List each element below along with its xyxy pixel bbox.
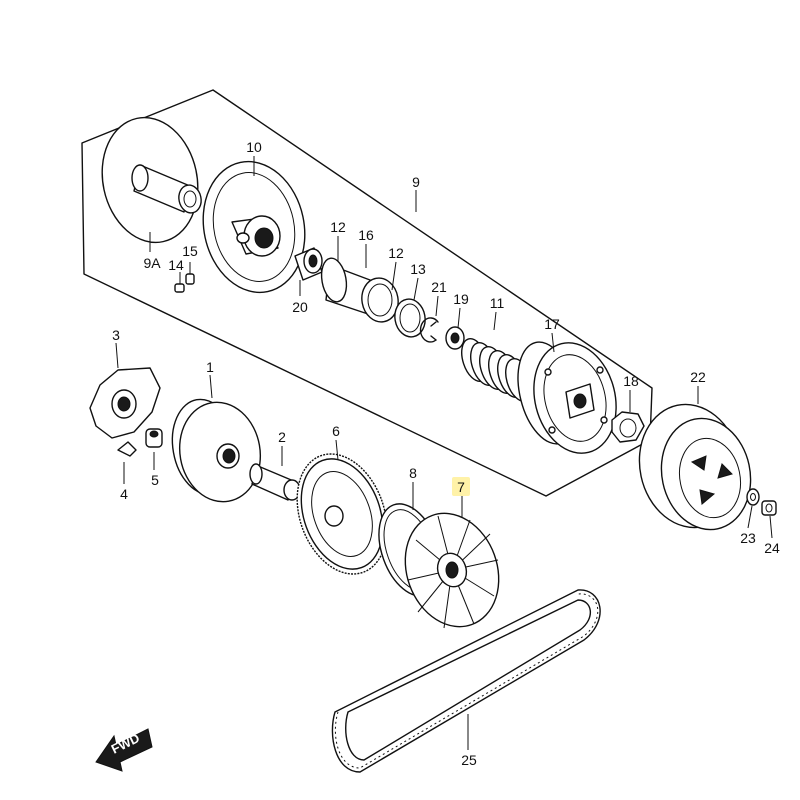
label-19: 19	[453, 291, 469, 307]
part-2-sleeve	[249, 463, 301, 501]
part-6-drive-face	[296, 453, 388, 575]
part-24-nut	[761, 500, 777, 516]
part-13-seal-ring	[394, 298, 426, 338]
label-11: 11	[490, 295, 505, 311]
label-16: 16	[358, 227, 374, 243]
label-1: 1	[206, 359, 214, 375]
label-24: 24	[764, 540, 780, 556]
label-7: 7	[457, 479, 465, 495]
label-9a: 9A	[143, 255, 161, 271]
label-5: 5	[151, 472, 159, 488]
label-12-left: 12	[330, 219, 346, 235]
label-18: 18	[623, 373, 639, 389]
label-4: 4	[120, 486, 128, 502]
label-14: 14	[168, 257, 184, 273]
label-6: 6	[332, 423, 340, 439]
part-10-movable-driven-face	[202, 160, 306, 294]
part-18-nut	[611, 411, 645, 443]
label-25: 25	[461, 752, 477, 768]
label-2: 2	[278, 429, 286, 445]
callout-labels: 9 10 9A 14 15 20 12 16 12 13 21 19 11 17…	[112, 139, 780, 768]
label-12-right: 12	[388, 245, 404, 261]
leader-lines	[115, 156, 773, 750]
part-16-collar	[320, 257, 399, 323]
part-7-highlight	[452, 477, 470, 496]
part-11-spring	[461, 338, 533, 402]
part-14-pin	[174, 283, 185, 293]
label-20: 20	[292, 299, 308, 315]
label-8: 8	[409, 465, 417, 481]
label-15: 15	[182, 243, 198, 259]
part-9a-driven-face	[101, 116, 202, 244]
part-25-v-belt	[331, 589, 601, 773]
part-21-circlip	[419, 317, 439, 343]
label-22: 22	[690, 369, 706, 385]
label-23: 23	[740, 530, 756, 546]
label-3: 3	[112, 327, 120, 343]
part-7-fan-drive-face	[404, 512, 500, 629]
label-21: 21	[431, 279, 447, 295]
part-19-bearing	[445, 326, 465, 350]
part-20-needle-bearing	[294, 247, 323, 281]
part-17-clutch-assembly	[517, 341, 617, 454]
part-1-movable-drive-face	[171, 398, 262, 503]
label-10: 10	[246, 139, 262, 155]
part-4-slider	[117, 441, 137, 457]
fwd-arrow-icon: FWD	[95, 728, 153, 772]
part-3-ramp-plate	[89, 367, 161, 439]
part-23-washer	[746, 488, 760, 506]
label-13: 13	[410, 261, 426, 277]
label-17: 17	[544, 316, 560, 332]
part-15-pin	[185, 273, 195, 285]
part-22-clutch-housing	[638, 403, 752, 531]
part-5-roller-weight	[145, 428, 163, 448]
label-9: 9	[412, 174, 420, 190]
